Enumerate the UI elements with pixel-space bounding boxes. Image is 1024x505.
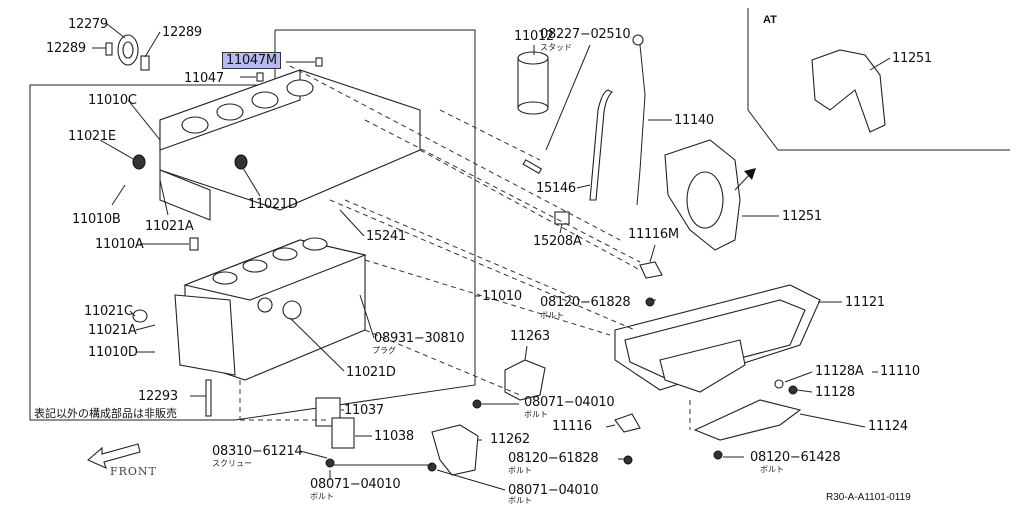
label-11021c: 11021C bbox=[84, 304, 133, 319]
label-08227-02510: 08227−02510 bbox=[540, 27, 631, 42]
label-11021d: 11021D bbox=[346, 365, 396, 380]
11021e-plug-drawing bbox=[132, 154, 146, 170]
dipstick-drawing bbox=[636, 44, 646, 206]
label-11121: 11121 bbox=[845, 295, 885, 310]
label-11124: 11124 bbox=[868, 419, 908, 434]
label-08120-61828-lower: 08120−61828 bbox=[508, 451, 599, 466]
assembly-dashed-lines bbox=[239, 65, 691, 430]
label-11110: 11110 bbox=[880, 364, 920, 379]
oil-pan-drawing bbox=[614, 284, 821, 393]
label-11010: 11010 bbox=[482, 289, 522, 304]
at-section-frame bbox=[747, 8, 1010, 151]
sublabel-screw: スクリュー bbox=[212, 459, 252, 468]
bolt-08120-upper bbox=[645, 297, 655, 307]
bolt-11128 bbox=[788, 385, 798, 395]
15146-stud-drawing bbox=[522, 159, 543, 174]
upper-crankcase-drawing bbox=[159, 69, 421, 221]
label-11263: 11263 bbox=[510, 329, 550, 344]
11012-sleeve-drawing bbox=[517, 51, 549, 115]
dipstick-guide-drawing bbox=[589, 89, 613, 201]
sublabel-bolt-d: ボルト bbox=[760, 465, 784, 474]
sublabel-bolt-e: ボルト bbox=[310, 492, 334, 501]
front-arrow-icon bbox=[86, 443, 141, 470]
bolt-08071-a bbox=[472, 399, 482, 409]
label-11010b: 11010B bbox=[72, 212, 121, 227]
11038-bracket-drawing bbox=[331, 417, 355, 449]
label-08071-04010-b: 08071−04010 bbox=[310, 477, 401, 492]
label-11116m: 11116M bbox=[628, 227, 679, 242]
sublabel-bolt-f: ボルト bbox=[508, 496, 532, 505]
11047m-part-drawing bbox=[315, 57, 323, 67]
11116m-clip-drawing bbox=[639, 261, 663, 279]
label-08120-61428: 08120−61428 bbox=[750, 450, 841, 465]
label-15208a: 15208A bbox=[533, 234, 582, 249]
sublabel-bolt-c: ボルト bbox=[508, 466, 532, 475]
label-08931-30810: 08931−30810 bbox=[374, 331, 465, 346]
15208a-plug-drawing bbox=[554, 211, 570, 225]
label-15241: 15241 bbox=[366, 229, 406, 244]
12293-bolt-drawing bbox=[205, 379, 212, 417]
label-11021e: 11021E bbox=[68, 129, 116, 144]
label-12289-left: 12289 bbox=[46, 41, 86, 56]
label-11251-at: 11251 bbox=[892, 51, 932, 66]
label-08120-61828-upper: 08120−61828 bbox=[540, 295, 631, 310]
label-11021a-top: 11021A bbox=[145, 219, 194, 234]
label-15146: 15146 bbox=[536, 181, 576, 196]
bolt-08310 bbox=[325, 458, 335, 468]
11262-bracket-drawing bbox=[431, 424, 479, 476]
11251-at-plate-drawing bbox=[811, 49, 886, 133]
label-11047: 11047 bbox=[184, 71, 224, 86]
label-08071-04010-a: 08071−04010 bbox=[524, 395, 615, 410]
label-11128: 11128 bbox=[815, 385, 855, 400]
11021c-plug-drawing bbox=[132, 309, 148, 323]
label-11037: 11037 bbox=[344, 403, 384, 418]
label-11021a: 11021A bbox=[88, 323, 137, 338]
at-arrow bbox=[734, 168, 756, 191]
dipstick-handle-drawing bbox=[632, 34, 644, 46]
block-group-frame bbox=[29, 29, 476, 421]
cylinder-block-drawing bbox=[174, 237, 367, 381]
label-12293: 12293 bbox=[138, 389, 178, 404]
label-11012: 11012 bbox=[514, 29, 554, 44]
label-11128a: 11128A bbox=[815, 364, 864, 379]
bolt-08071-b bbox=[427, 462, 437, 472]
sublabel-bolt-a: ボルト bbox=[540, 311, 564, 320]
11021d-plug-drawing bbox=[234, 154, 248, 170]
leader-lines bbox=[92, 23, 891, 491]
11124-strainer-gasket-drawing bbox=[693, 399, 802, 441]
label-08071-04010-c: 08071−04010 bbox=[508, 483, 599, 498]
label-08310-61214: 08310−61214 bbox=[212, 444, 303, 459]
label-12289-right: 12289 bbox=[162, 25, 202, 40]
11010a-pin-drawing bbox=[189, 237, 199, 251]
bolt-08120-pan bbox=[713, 450, 723, 460]
label-12279: 12279 bbox=[68, 17, 108, 32]
label-11047m-highlighted[interactable]: 11047M bbox=[222, 52, 281, 69]
label-11038: 11038 bbox=[374, 429, 414, 444]
label-11251: 11251 bbox=[782, 209, 822, 224]
label-11262: 11262 bbox=[490, 432, 530, 447]
label-11021d-top: 11021D bbox=[248, 197, 298, 212]
label-11140: 11140 bbox=[674, 113, 714, 128]
sublabel-plug: プラグ bbox=[372, 346, 396, 355]
11116-clip-drawing bbox=[614, 413, 641, 433]
label-11116: 11116 bbox=[552, 419, 592, 434]
bolt-08120-lower bbox=[623, 455, 633, 465]
rear-seal-retainer-drawing bbox=[105, 34, 150, 71]
label-11010c: 11010C bbox=[88, 93, 137, 108]
sublabel-stud: スタッド bbox=[540, 43, 572, 52]
not-sold-note: 表記以外の構成部品は非販売 bbox=[34, 407, 177, 420]
11263-bracket-drawing bbox=[504, 359, 546, 401]
at-section-label: AT bbox=[763, 14, 777, 26]
label-11010d: 11010D bbox=[88, 345, 138, 360]
11128a-washer bbox=[774, 379, 784, 389]
front-label: FRONT bbox=[110, 465, 157, 478]
sublabel-bolt-b: ボルト bbox=[524, 410, 548, 419]
label-11010a: 11010A bbox=[95, 237, 144, 252]
diagram-reference-code: R30-A-A1101-0119 bbox=[826, 492, 911, 503]
11047-part-drawing bbox=[256, 72, 264, 82]
